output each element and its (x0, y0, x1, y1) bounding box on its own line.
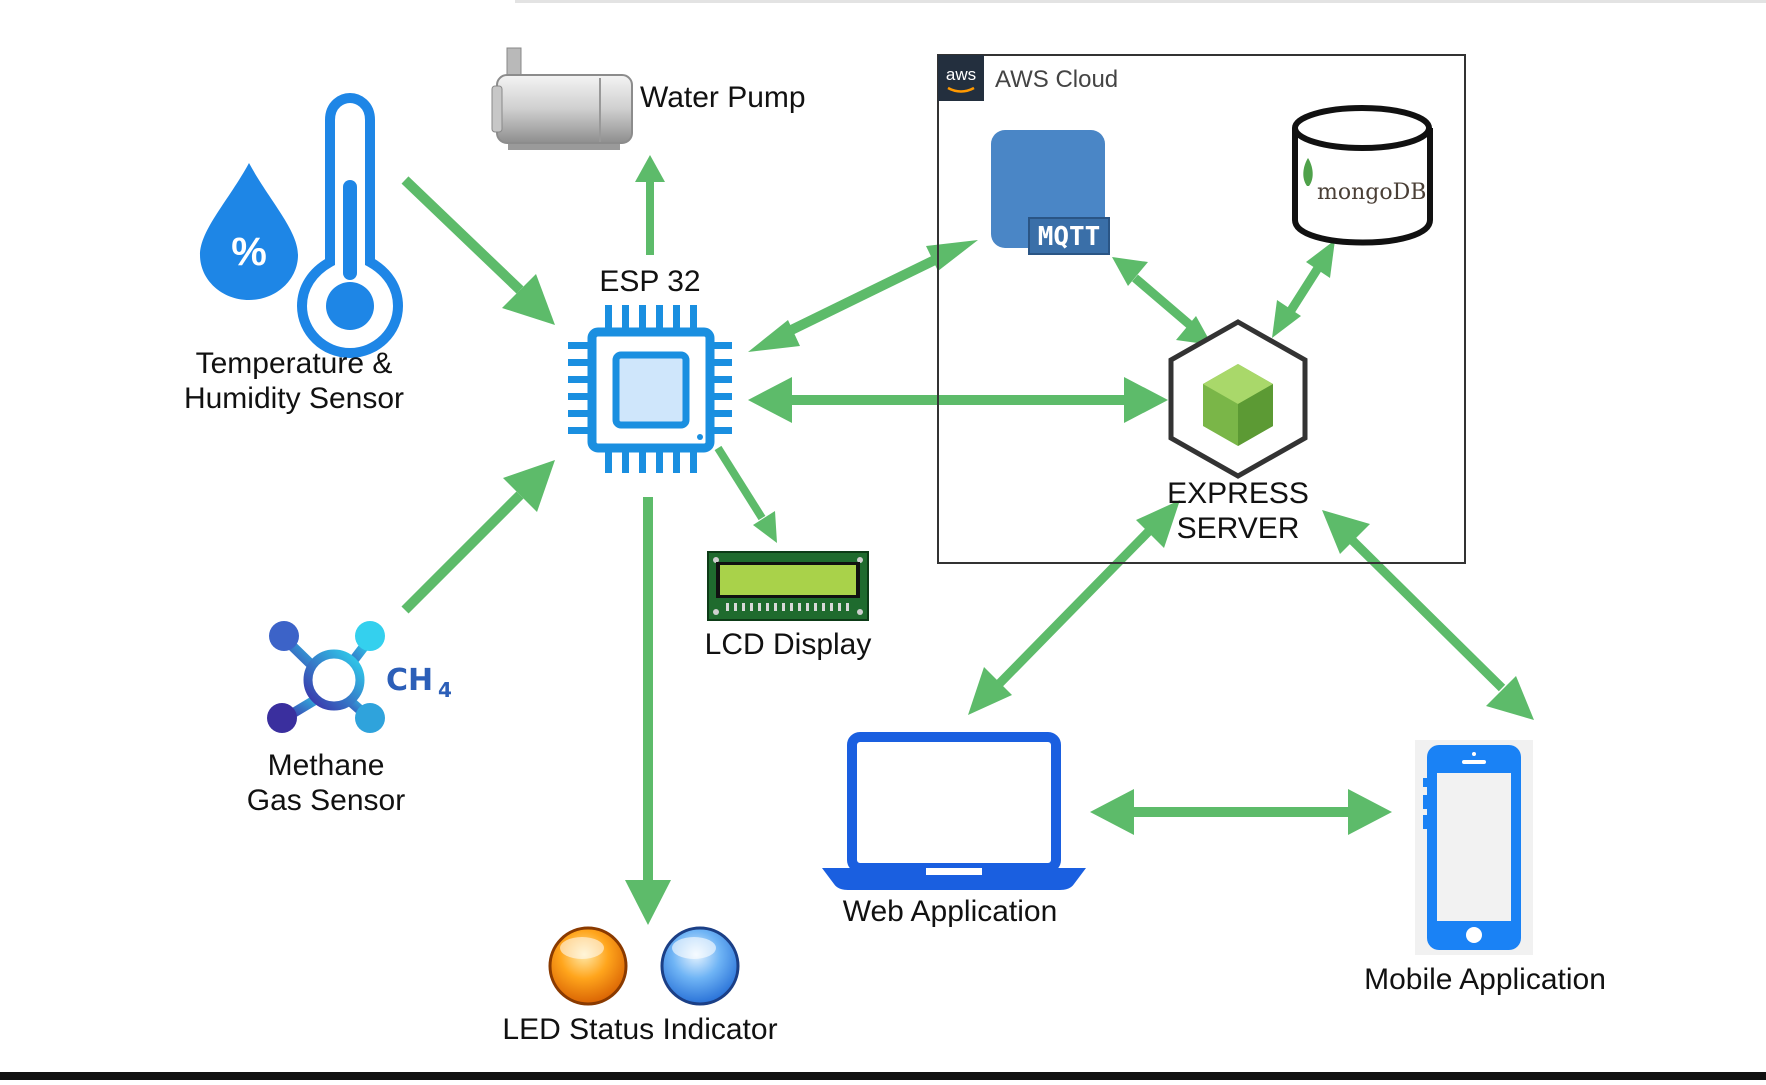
water-drop-icon: % (200, 163, 298, 300)
temp-humidity-sensor: % (200, 92, 404, 359)
arrow-esp32-express (748, 377, 1168, 423)
web-application-label: Web Application (842, 895, 1058, 928)
aws-logo-badge (938, 55, 984, 101)
arrow-esp32-to-led (625, 497, 671, 925)
aws-cloud-group: aws (937, 54, 1466, 564)
arrow-temp-to-esp32 (401, 176, 555, 325)
arrow-express-mobile (1322, 510, 1534, 720)
bottom-border (0, 1072, 1766, 1080)
top-edge-line (515, 0, 1766, 3)
methane-sensor-icon: CH 4 (267, 621, 452, 733)
humidity-symbol: % (231, 230, 267, 274)
express-server-label-line2: SERVER (1176, 512, 1300, 545)
arrow-methane-to-esp32 (401, 460, 555, 614)
arrow-esp32-to-pump (635, 155, 665, 255)
ch4-subscript: 4 (438, 678, 452, 702)
arrow-express-web (968, 500, 1180, 715)
mongodb-database-icon: mongoDB (1292, 105, 1433, 246)
aws-cloud-label: AWS Cloud (995, 66, 1119, 93)
esp32-chip-icon (568, 305, 732, 473)
water-pump-icon (491, 47, 633, 150)
lcd-display-label: LCD Display (704, 628, 872, 661)
express-server-icon (1168, 319, 1308, 479)
arrow-mongo-express (1272, 240, 1335, 338)
laptop-icon (822, 732, 1086, 890)
mqtt-label: MQTT (1038, 222, 1101, 252)
mqtt-broker-icon: MQTT (991, 130, 1110, 255)
led-status-label: LED Status Indicator (502, 1013, 778, 1046)
water-pump-label: Water Pump (640, 81, 806, 114)
arrow-esp32-mqtt (748, 240, 978, 352)
aws-badge-text: aws (946, 65, 976, 84)
mobile-application-label: Mobile Application (1364, 963, 1606, 996)
mongodb-label: mongoDB (1317, 180, 1426, 205)
temp-sensor-label-line1: Temperature & (195, 347, 393, 380)
ch4-label: CH (386, 663, 433, 698)
lcd-display-icon (707, 551, 869, 621)
express-server-label-line1: EXPRESS (1167, 477, 1309, 510)
arrow-esp32-to-lcd (714, 445, 777, 543)
methane-sensor-label-line2: Gas Sensor (246, 784, 406, 817)
esp32-label: ESP 32 (599, 265, 701, 298)
methane-sensor-label-line1: Methane (267, 749, 385, 782)
phone-icon (1415, 740, 1533, 955)
led-status-icon (548, 926, 740, 1006)
temp-sensor-label-line2: Humidity Sensor (183, 382, 405, 415)
arrow-web-mobile (1090, 789, 1392, 835)
thermometer-icon (296, 92, 404, 359)
arrow-mqtt-express (1112, 257, 1212, 345)
